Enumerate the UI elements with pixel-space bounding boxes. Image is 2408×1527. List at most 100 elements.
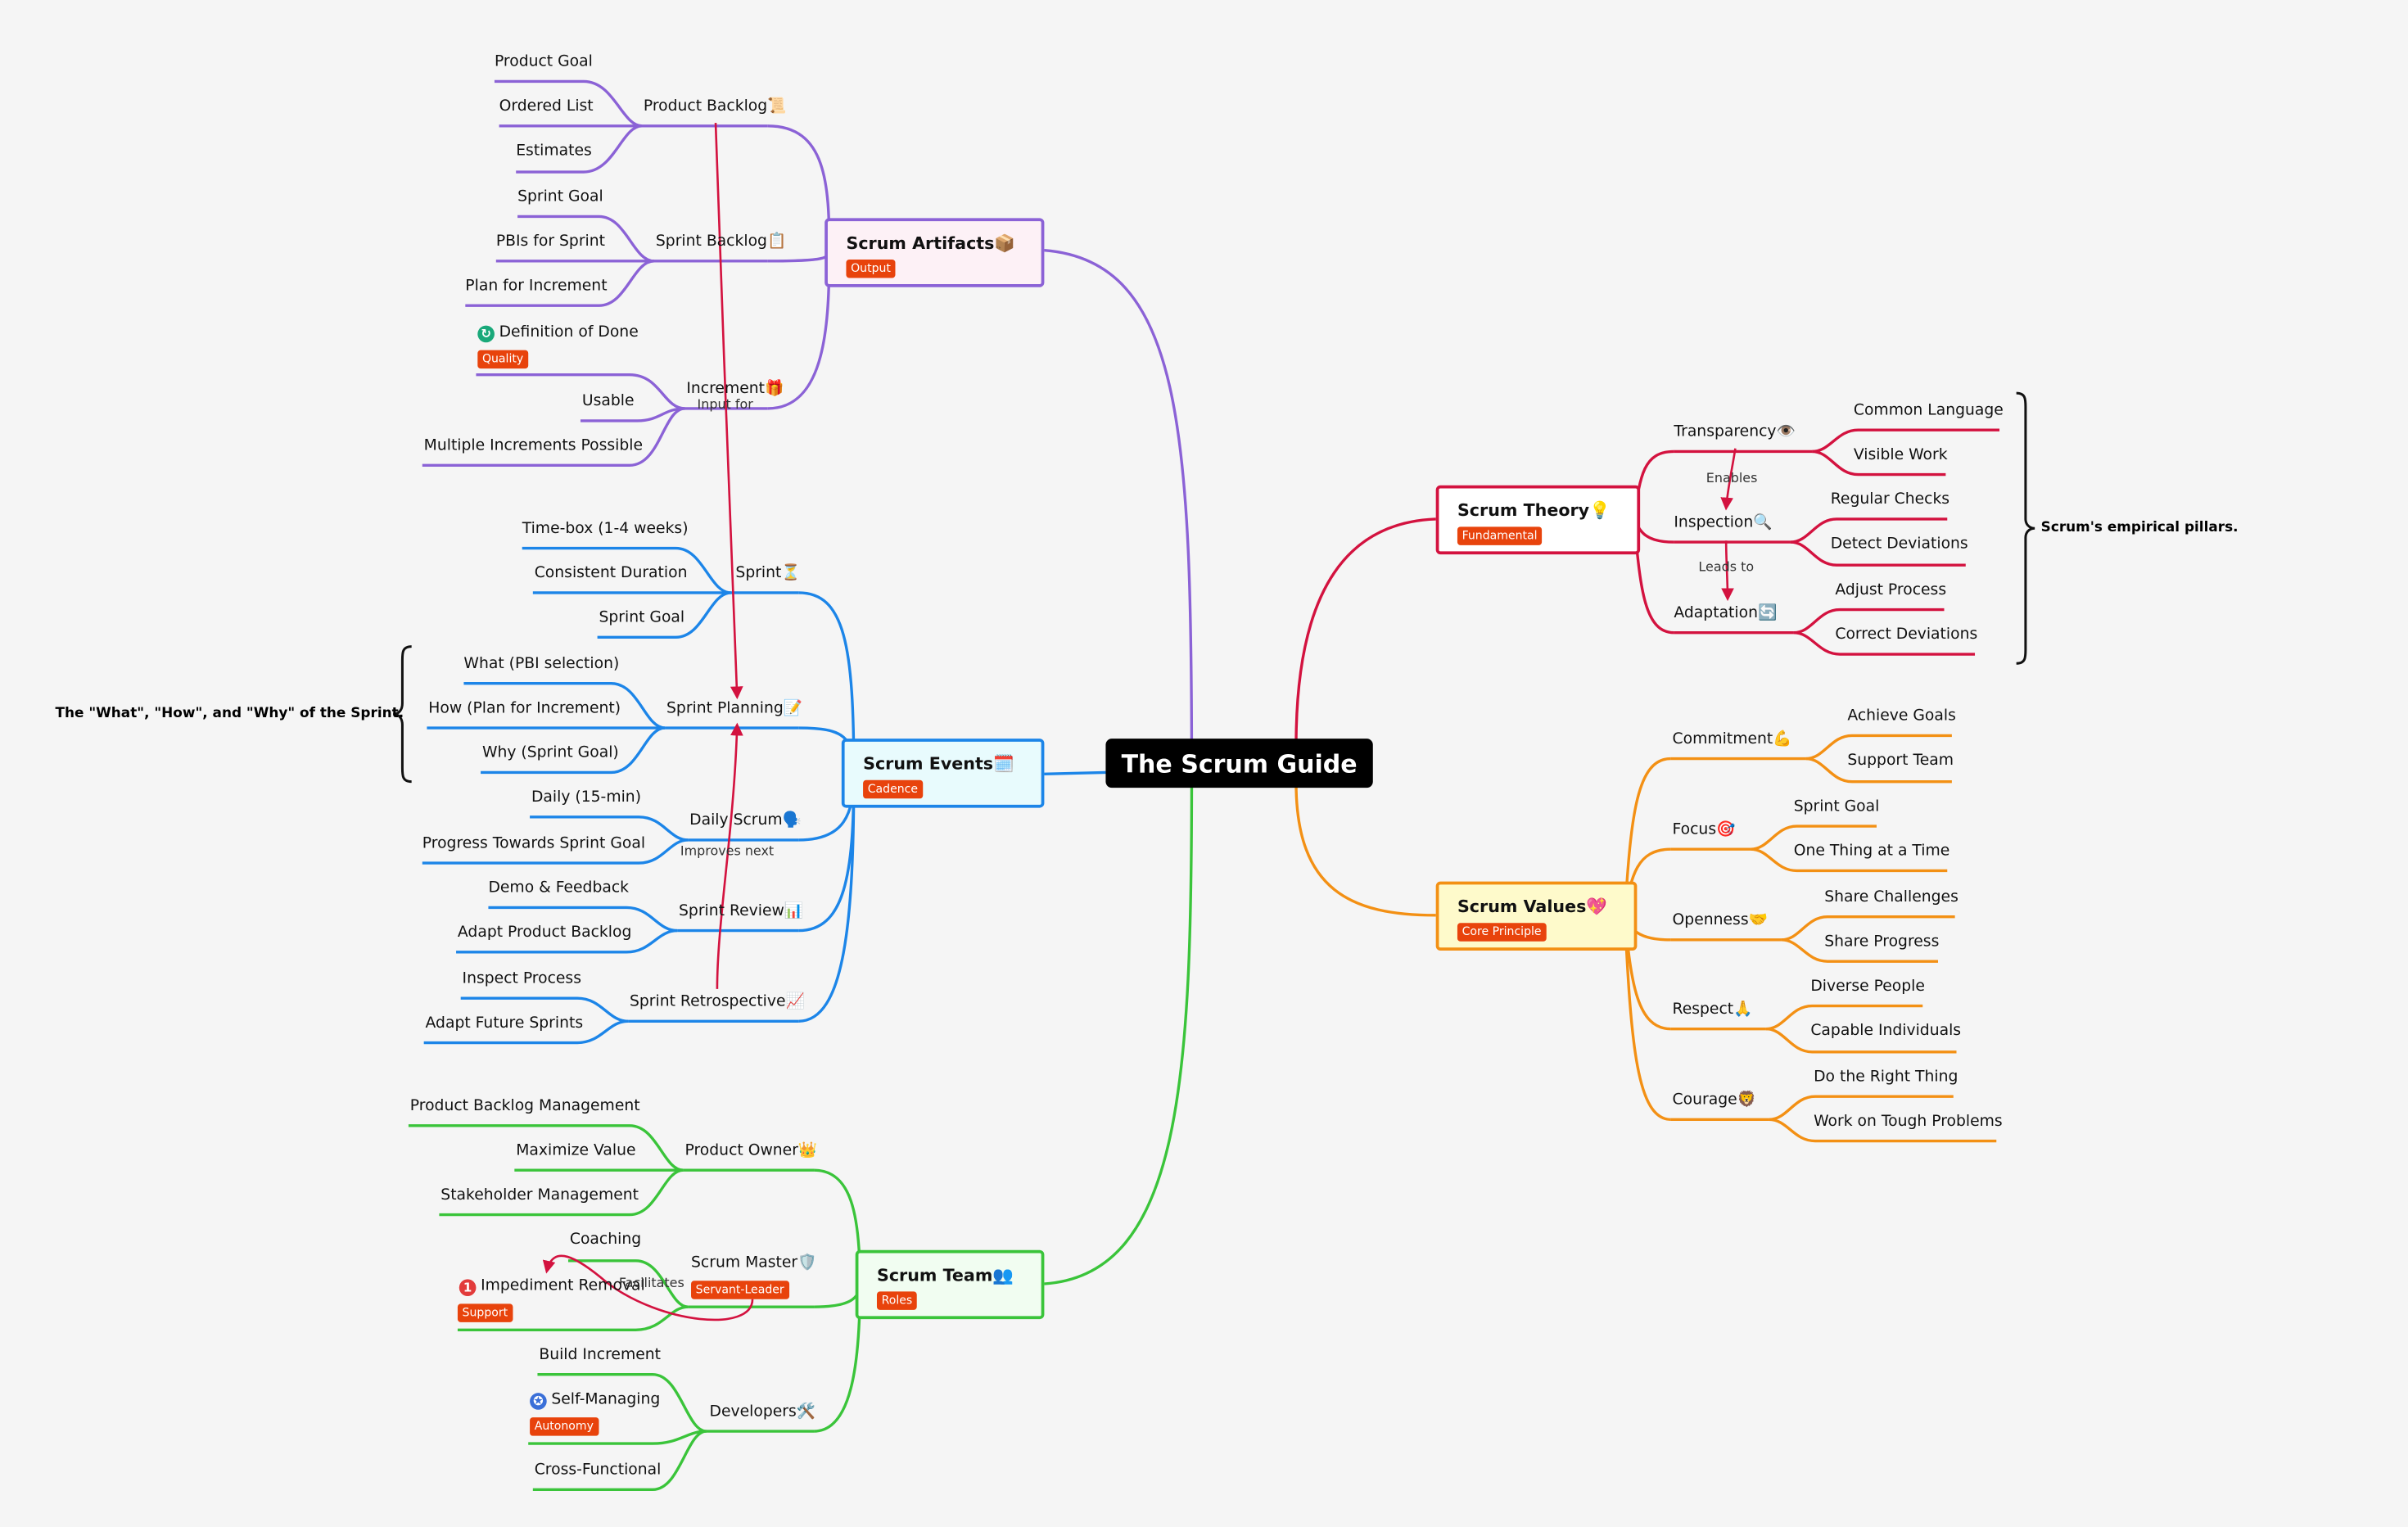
- root-label: The Scrum Guide: [1121, 748, 1358, 778]
- leaf-product-goal[interactable]: Product Goal: [494, 53, 593, 71]
- leaf-adjust-process[interactable]: Adjust Process: [1835, 581, 1947, 599]
- main-topic-values[interactable]: Scrum Values💖 Core Principle: [1435, 881, 1638, 951]
- leaf-inspect-process[interactable]: Inspect Process: [462, 970, 581, 988]
- leaf-usable[interactable]: Usable: [581, 393, 635, 410]
- leaf-sprint-goal[interactable]: Sprint Goal: [517, 188, 603, 206]
- leaf-definition-of-done[interactable]: ↻Definition of Done: [477, 324, 639, 343]
- subtopic-sprint-review[interactable]: Sprint Review📊: [679, 902, 804, 920]
- leaf-sprint-goal-focus[interactable]: Sprint Goal: [1793, 798, 1880, 815]
- relation-input-for: [714, 123, 743, 700]
- subtopic-openness[interactable]: Openness🤝: [1672, 912, 1768, 929]
- leaf-adapt-future[interactable]: Adapt Future Sprints: [425, 1014, 584, 1032]
- leaf-time-box[interactable]: Time-box (1-4 weeks): [522, 520, 689, 538]
- team-title: Scrum Team👥: [876, 1265, 1014, 1285]
- relation-leads-to: [1721, 540, 1734, 602]
- subtopic-sprint-planning[interactable]: Sprint Planning📝: [666, 700, 803, 717]
- leaf-pbis-for-sprint[interactable]: PBIs for Sprint: [495, 233, 606, 251]
- events-title: Scrum Events🗓️: [863, 753, 1014, 775]
- servant-leader-tag: Servant-Leader: [691, 1281, 789, 1299]
- subtopic-sprint[interactable]: Sprint⏳: [735, 565, 801, 582]
- priority-1-icon: 1: [459, 1279, 477, 1297]
- main-topic-artifacts[interactable]: Scrum Artifacts📦 Output: [825, 218, 1045, 287]
- leaf-pb-management[interactable]: Product Backlog Management: [409, 1098, 640, 1115]
- leaf-consistent-duration[interactable]: Consistent Duration: [534, 565, 688, 582]
- subtopic-developers[interactable]: Developers🛠️: [709, 1403, 816, 1421]
- main-topic-team[interactable]: Scrum Team👥 Roles: [855, 1249, 1045, 1320]
- relation-label-enables: Enables: [1705, 471, 1758, 487]
- relation-enables: [1720, 448, 1737, 511]
- subtopic-scrum-master[interactable]: Scrum Master🛡️: [691, 1254, 817, 1272]
- leaf-detect-deviations[interactable]: Detect Deviations: [1830, 535, 1968, 553]
- leaf-impediment-removal-label: Impediment Removal: [481, 1277, 645, 1295]
- artifacts-tag: Output: [846, 259, 896, 278]
- summary-brace-theory: [2016, 391, 2035, 665]
- leaf-adapt-backlog[interactable]: Adapt Product Backlog: [457, 924, 632, 942]
- edge-values: [1294, 783, 1436, 917]
- subtopic-adaptation[interactable]: Adaptation🔄: [1674, 604, 1778, 622]
- subtopic-commitment[interactable]: Commitment💪: [1672, 730, 1792, 748]
- values-title: Scrum Values💖: [1457, 897, 1608, 917]
- leaf-coaching[interactable]: Coaching: [569, 1231, 642, 1249]
- leaf-what[interactable]: What (PBI selection): [463, 655, 620, 673]
- relation-facilitates: [542, 1254, 754, 1321]
- leaf-build-increment[interactable]: Build Increment: [539, 1346, 662, 1364]
- autonomy-tag: Autonomy: [530, 1417, 599, 1436]
- main-topic-theory[interactable]: Scrum Theory💡 Fundamental: [1435, 485, 1641, 555]
- subtopic-respect[interactable]: Respect🙏: [1672, 1001, 1753, 1019]
- relation-label-facilitates: Facilitates: [618, 1276, 684, 1292]
- leaf-cross-functional[interactable]: Cross-Functional: [534, 1461, 662, 1480]
- relation-label-improves-next: Improves next: [680, 844, 775, 861]
- leaf-sprint-goal-event[interactable]: Sprint Goal: [599, 609, 685, 627]
- main-topic-events[interactable]: Scrum Events🗓️ Cadence: [841, 739, 1045, 808]
- summary-theory[interactable]: Scrum's empirical pillars.: [2040, 520, 2239, 536]
- leaf-progress-sprint-goal[interactable]: Progress Towards Sprint Goal: [422, 835, 646, 852]
- leaf-self-managing[interactable]: ✪Self-Managing: [530, 1391, 660, 1410]
- relation-label-leads-to: Leads to: [1698, 560, 1755, 576]
- subtopic-product-owner[interactable]: Product Owner👑: [684, 1142, 818, 1160]
- leaf-demo-feedback[interactable]: Demo & Feedback: [488, 879, 630, 897]
- leaf-one-thing[interactable]: One Thing at a Time: [1793, 843, 1950, 861]
- summary-planning[interactable]: The "What", "How", and "Why" of the Spri…: [55, 706, 404, 722]
- subtopic-focus[interactable]: Focus🎯: [1672, 821, 1736, 839]
- team-tag: Roles: [876, 1291, 917, 1310]
- summary-brace-planning: [393, 645, 412, 784]
- leaf-visible-work[interactable]: Visible Work: [1853, 446, 1948, 464]
- theory-tag: Fundamental: [1457, 526, 1543, 545]
- subtopic-transparency[interactable]: Transparency👁️: [1674, 423, 1796, 441]
- leaf-ordered-list[interactable]: Ordered List: [499, 98, 594, 115]
- leaf-estimates[interactable]: Estimates: [516, 142, 592, 160]
- subtopic-product-backlog[interactable]: Product Backlog📜: [643, 98, 787, 115]
- leaf-share-challenges[interactable]: Share Challenges: [1824, 888, 1958, 906]
- leaf-self-managing-label: Self-Managing: [551, 1391, 661, 1408]
- events-tag: Cadence: [863, 779, 923, 799]
- subtopic-inspection[interactable]: Inspection🔍: [1674, 514, 1773, 531]
- edge-theory: [1294, 517, 1436, 745]
- leaf-support-team[interactable]: Support Team: [1847, 752, 1954, 770]
- star-badge-icon: ✪: [530, 1393, 547, 1410]
- leaf-how[interactable]: How (Plan for Increment): [428, 700, 621, 717]
- leaf-multiple-increments[interactable]: Multiple Increments Possible: [423, 437, 644, 455]
- leaf-maximize-value[interactable]: Maximize Value: [516, 1142, 636, 1160]
- leaf-achieve-goals[interactable]: Achieve Goals: [1847, 707, 1956, 725]
- leaf-why[interactable]: Why (Sprint Goal): [481, 744, 619, 762]
- leaf-common-language[interactable]: Common Language: [1853, 402, 2004, 420]
- leaf-correct-deviations[interactable]: Correct Deviations: [1835, 626, 1978, 644]
- leaf-daily-15[interactable]: Daily (15-min): [531, 789, 642, 806]
- subtopic-sprint-retrospective[interactable]: Sprint Retrospective📈: [629, 993, 805, 1011]
- subtopic-courage[interactable]: Courage🦁: [1672, 1091, 1757, 1109]
- leaf-capable-individuals[interactable]: Capable Individuals: [1810, 1023, 1962, 1040]
- leaf-stakeholder-management[interactable]: Stakeholder Management: [440, 1186, 639, 1204]
- subtopic-daily-scrum[interactable]: Daily Scrum🗣️: [689, 812, 802, 829]
- leaf-diverse-people[interactable]: Diverse People: [1810, 978, 1925, 996]
- leaf-regular-checks[interactable]: Regular Checks: [1830, 491, 1950, 508]
- root-topic[interactable]: The Scrum Guide: [1105, 739, 1373, 788]
- leaf-do-right-thing[interactable]: Do the Right Thing: [1814, 1068, 1958, 1087]
- subtopic-increment[interactable]: Increment🎁: [686, 381, 784, 398]
- leaf-share-progress[interactable]: Share Progress: [1824, 933, 1940, 951]
- leaf-plan-for-increment[interactable]: Plan for Increment: [465, 278, 608, 296]
- leaf-tough-problems[interactable]: Work on Tough Problems: [1814, 1113, 2003, 1131]
- subtopic-sprint-backlog[interactable]: Sprint Backlog📋: [655, 233, 787, 251]
- values-tag: Core Principle: [1457, 923, 1547, 942]
